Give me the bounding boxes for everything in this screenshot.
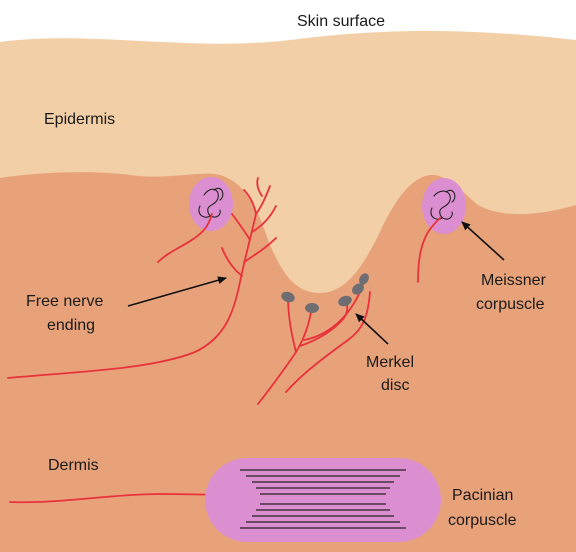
meissner-corpuscle-right xyxy=(422,178,466,234)
pacinian-corpuscle xyxy=(205,458,441,542)
merkel-disc xyxy=(305,303,319,313)
label-skin-surface: Skin surface xyxy=(297,13,385,30)
label-dermis: Dermis xyxy=(48,457,99,474)
label-meissner-line2: corpuscle xyxy=(476,296,545,313)
label-pacinian-line1: Pacinian xyxy=(452,487,513,504)
label-merkel-line1: Merkel xyxy=(366,354,414,371)
label-free-nerve-line2: ending xyxy=(47,317,95,334)
label-merkel-line2: disc xyxy=(381,377,409,394)
meissner-corpuscle-left xyxy=(189,177,233,231)
label-pacinian-line2: corpuscle xyxy=(448,512,517,529)
label-meissner-line1: Meissner xyxy=(481,272,547,289)
label-epidermis: Epidermis xyxy=(44,111,115,128)
label-free-nerve-line1: Free nerve xyxy=(26,293,103,310)
